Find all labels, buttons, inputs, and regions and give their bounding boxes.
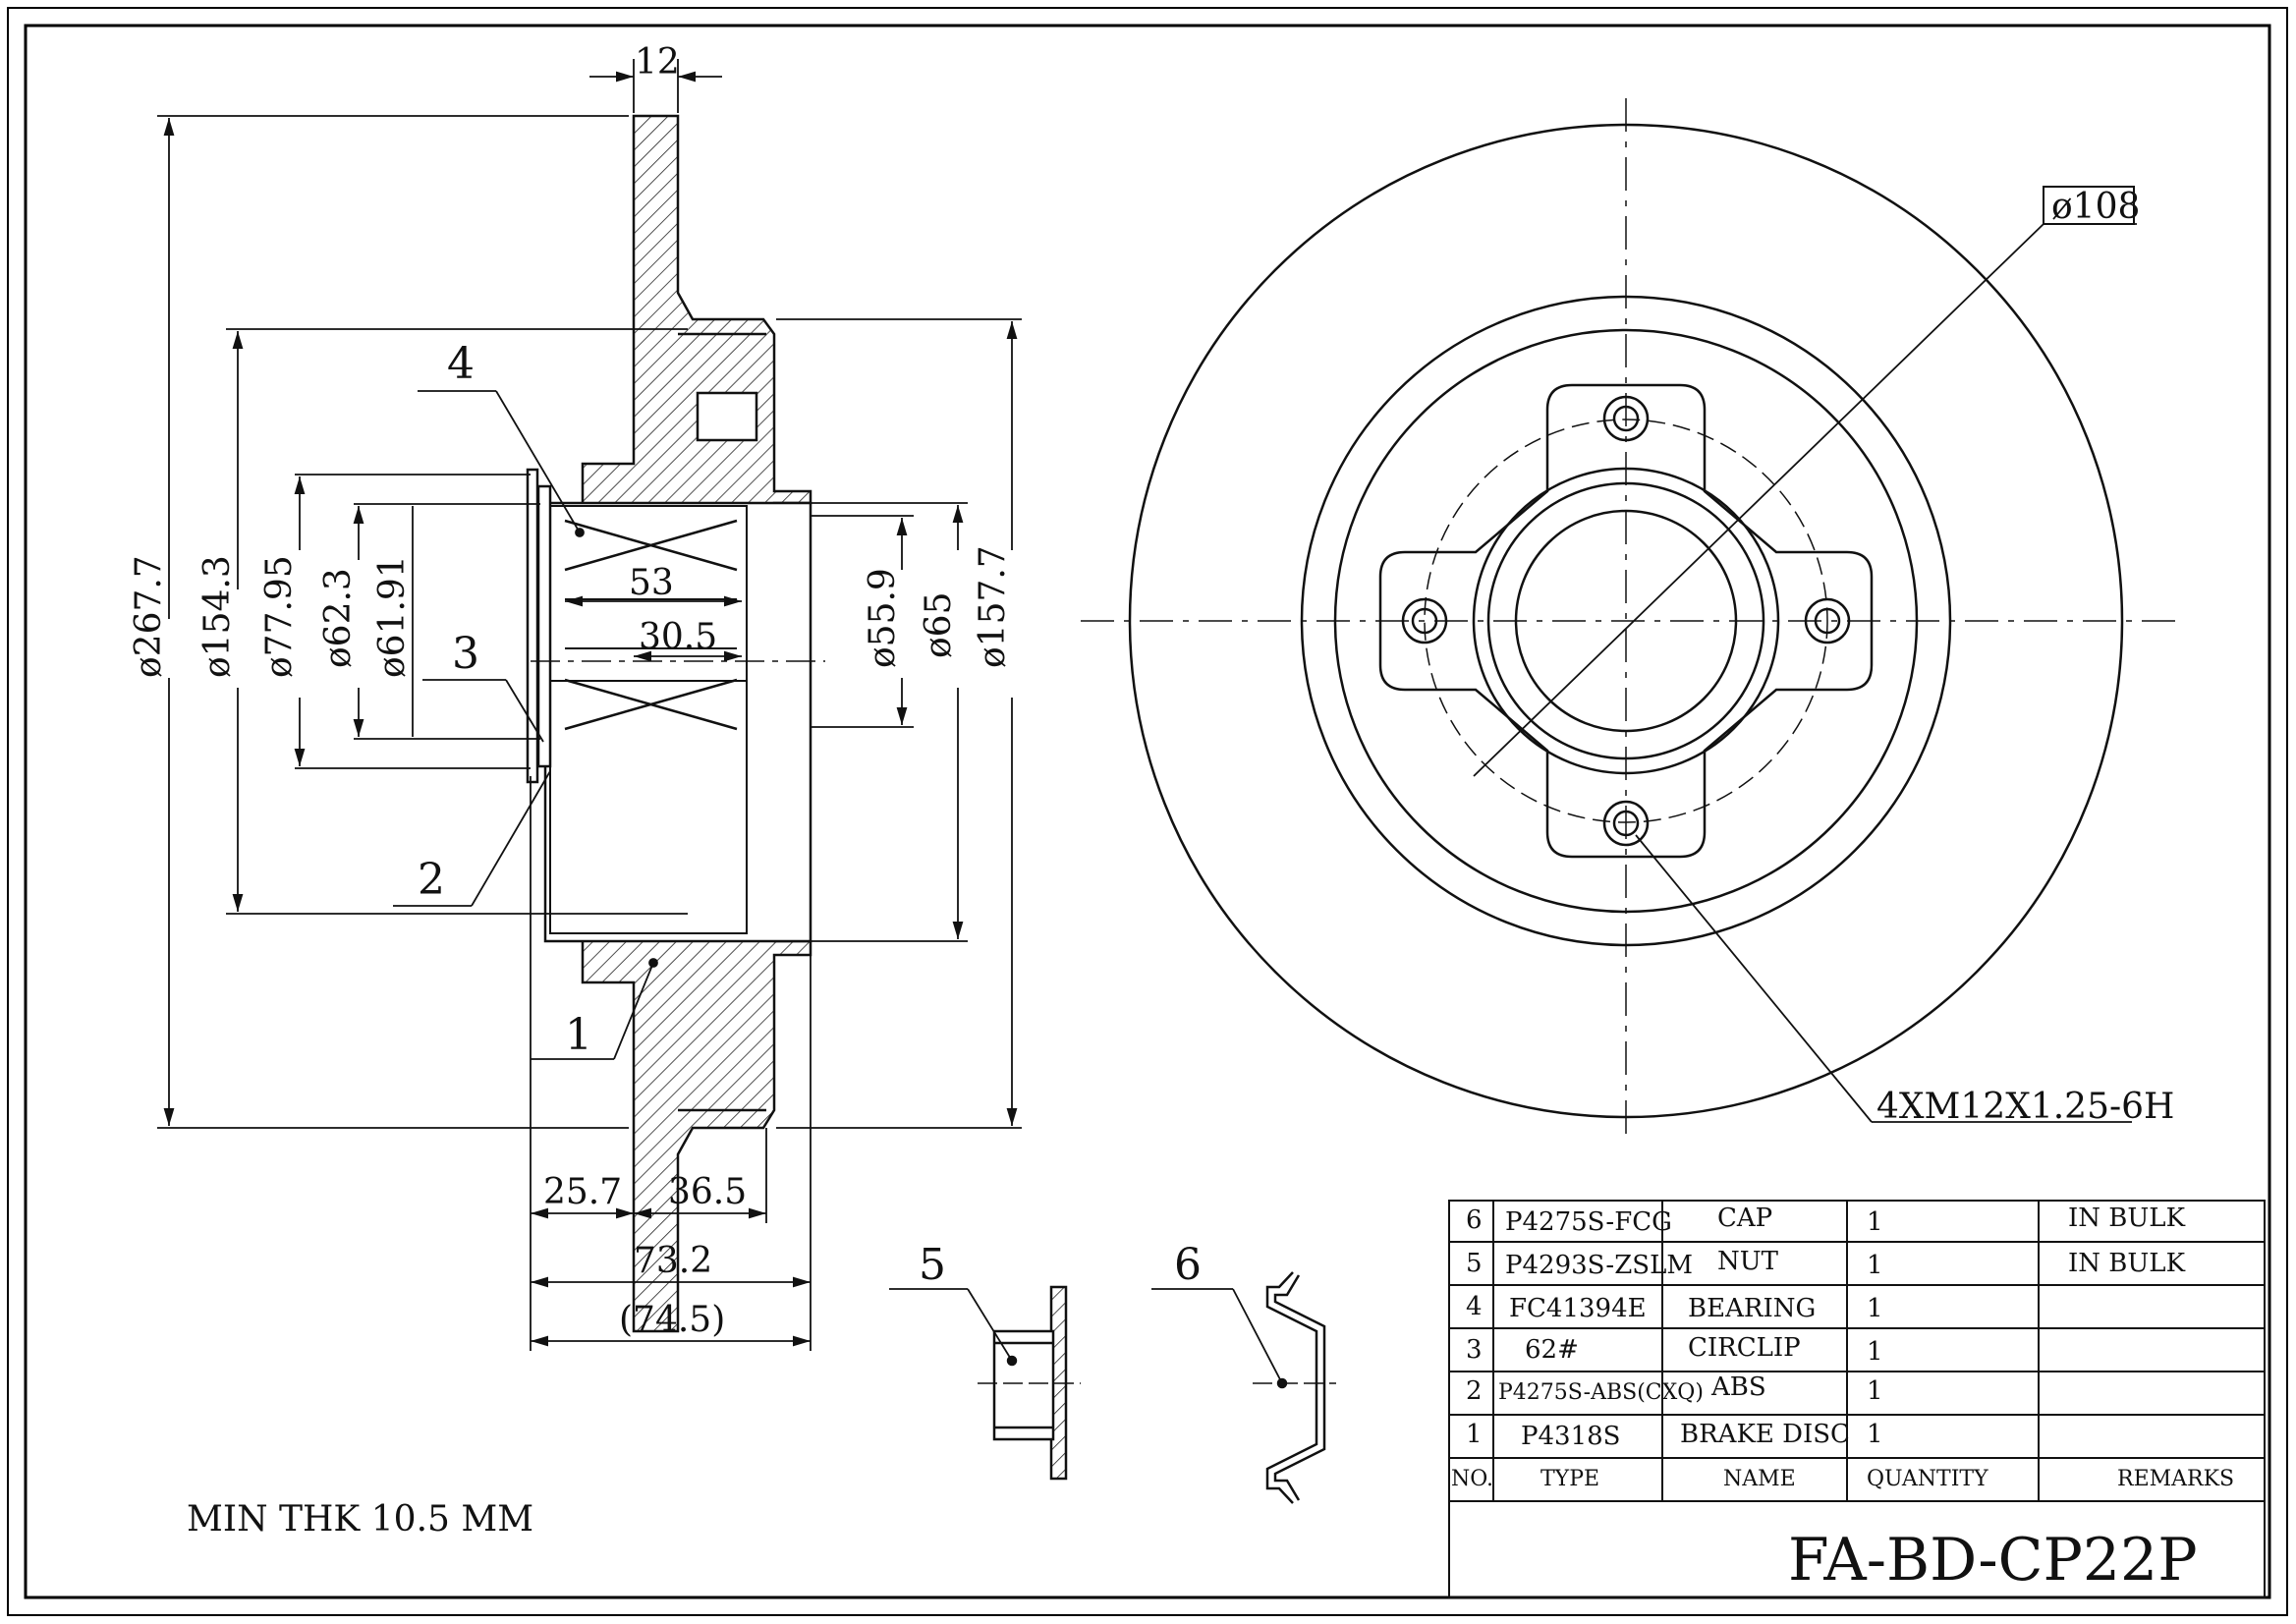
- thread-spec: 4XM12X1.25-6H: [1876, 1087, 2174, 1127]
- drawing-code: FA-BD-CP22P: [1788, 1526, 2198, 1595]
- col-no-header: NO.: [1451, 1467, 1493, 1491]
- callout-4: 4: [447, 339, 475, 389]
- col-remarks-header: REMARKS: [2117, 1467, 2234, 1491]
- section-callouts: [393, 390, 658, 1060]
- dim-len74: (74.5): [619, 1300, 725, 1340]
- row-4-type: FC41394E: [1509, 1294, 1647, 1323]
- row-3-no: 3: [1466, 1335, 1483, 1365]
- row-2-type: P4275S-ABS(CXQ): [1498, 1380, 1704, 1405]
- bolt-hole-bottom: [1602, 800, 1650, 847]
- row-6-no: 6: [1466, 1205, 1483, 1235]
- row-3-type: 62#: [1525, 1335, 1579, 1365]
- row-6-remarks: IN BULK: [2068, 1204, 2186, 1233]
- hub-pocket: [696, 391, 758, 442]
- dim-d61-91: ø61.91: [372, 555, 413, 678]
- row-3-name: CIRCLIP: [1688, 1333, 1801, 1363]
- drawing-frame: [24, 24, 2271, 1599]
- callout-5: 5: [919, 1240, 946, 1290]
- row-1-qty: 1: [1867, 1420, 1883, 1449]
- row-3-qty: 1: [1867, 1337, 1883, 1367]
- row-2-name: ABS: [1710, 1372, 1766, 1402]
- row-1-name: BRAKE DISC: [1680, 1420, 1850, 1449]
- dim-len25: 25.7: [543, 1172, 622, 1212]
- row-5-remarks: IN BULK: [2068, 1249, 2186, 1278]
- callout-2: 2: [418, 855, 445, 905]
- row-2-no: 2: [1466, 1376, 1483, 1406]
- min-thickness-note: MIN THK 10.5 MM: [187, 1499, 533, 1540]
- row-6-type: P4275S-FCG: [1505, 1207, 1672, 1237]
- callout-1: 1: [565, 1010, 592, 1060]
- abs-ring: [526, 468, 539, 784]
- section-dimensions: [157, 59, 1022, 1351]
- dim-len30: 30.5: [639, 617, 717, 657]
- row-4-name: BEARING: [1688, 1294, 1816, 1323]
- row-5-name: NUT: [1717, 1247, 1779, 1276]
- bearing-outer-lower: [549, 680, 748, 934]
- front-view: [1081, 98, 2176, 1140]
- section-view: [526, 114, 825, 1333]
- circlip: [536, 484, 552, 768]
- dim-top-width: 12: [635, 42, 680, 83]
- row-6-name: CAP: [1717, 1204, 1772, 1233]
- section-dimension-labels: 12 ø267.7 ø154.3 ø77.95 ø62.3 ø61.91 ø55…: [129, 42, 1013, 1340]
- dim-d65: ø65: [919, 592, 959, 658]
- dim-pcd: ø108: [2051, 187, 2140, 227]
- row-1-no: 1: [1466, 1420, 1483, 1449]
- col-qty-header: QUANTITY: [1867, 1467, 1988, 1491]
- row-4-no: 4: [1466, 1292, 1483, 1321]
- part-6-cap: [1151, 1271, 1336, 1504]
- row-2-qty: 1: [1867, 1376, 1883, 1406]
- dim-len73: 73.2: [634, 1241, 712, 1281]
- row-5-type: P4293S-ZSLM: [1505, 1251, 1693, 1280]
- dim-d154: ø154.3: [197, 555, 238, 678]
- row-4-qty: 1: [1867, 1294, 1883, 1323]
- title-block: [1448, 1200, 2266, 1598]
- row-5-qty: 1: [1867, 1251, 1883, 1280]
- dim-d77: ø77.95: [259, 555, 300, 678]
- part-5-nut: [889, 1285, 1081, 1481]
- dim-d157: ø157.7: [973, 545, 1013, 668]
- dim-d267: ø267.7: [129, 555, 169, 678]
- dim-d62-3: ø62.3: [318, 568, 359, 668]
- dim-d55-9: ø55.9: [863, 568, 903, 668]
- col-type-header: TYPE: [1540, 1467, 1599, 1491]
- hub-flange: [1378, 383, 1874, 859]
- col-name-header: NAME: [1723, 1467, 1796, 1491]
- callout-6: 6: [1174, 1240, 1202, 1290]
- row-6-qty: 1: [1867, 1207, 1883, 1237]
- sheet-border: [7, 7, 2288, 1616]
- dim-len53: 53: [629, 563, 674, 603]
- callout-3: 3: [452, 629, 479, 679]
- dim-len36: 36.5: [668, 1172, 747, 1212]
- pcd-label-box: [2043, 186, 2135, 225]
- row-1-type: P4318S: [1521, 1422, 1620, 1451]
- title-block-text: 6 P4275S-FCG CAP 1 IN BULK 5 P4293S-ZSLM…: [1451, 1204, 2234, 1595]
- row-5-no: 5: [1466, 1249, 1483, 1278]
